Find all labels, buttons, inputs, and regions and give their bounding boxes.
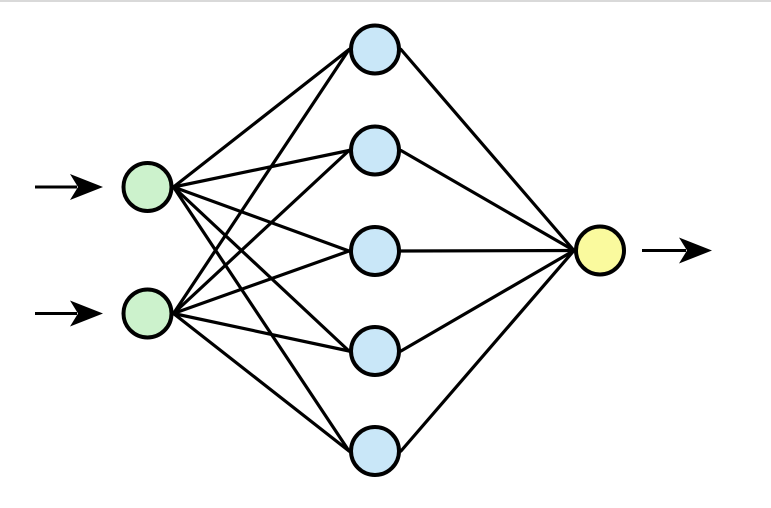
hidden-node-3 [349,225,401,277]
edge-i2-h2 [171,148,351,316]
edge-h5-o1 [399,248,576,453]
edge-h4-o1 [399,248,576,353]
window-top-edge [0,0,771,2]
input-node-1 [121,161,174,213]
hidden-node-4 [349,325,401,377]
edge-i2-h5 [171,311,351,453]
edge-h2-o1 [399,148,576,253]
edge-i1-h1 [171,47,351,189]
input-node-2 [121,287,174,340]
hidden-node-1 [349,23,401,76]
edge-h3-o1 [399,248,576,253]
output-node [574,224,626,277]
edge-h1-o1 [399,47,576,253]
output-arrow-head [679,237,712,264]
edge-i1-h3 [171,185,351,253]
edge-i2-h4 [171,311,351,353]
edge-i2-h3 [171,249,351,316]
hidden-node-5 [349,425,401,477]
input-arrow-1-head [70,174,103,200]
hidden-node-2 [349,124,401,177]
edge-i1-h2 [171,148,351,189]
edge-i1-h5 [171,185,351,453]
edge-i1-h4 [171,185,351,353]
input-arrow-2-head [70,300,103,327]
edge-i2-h1 [171,47,351,316]
